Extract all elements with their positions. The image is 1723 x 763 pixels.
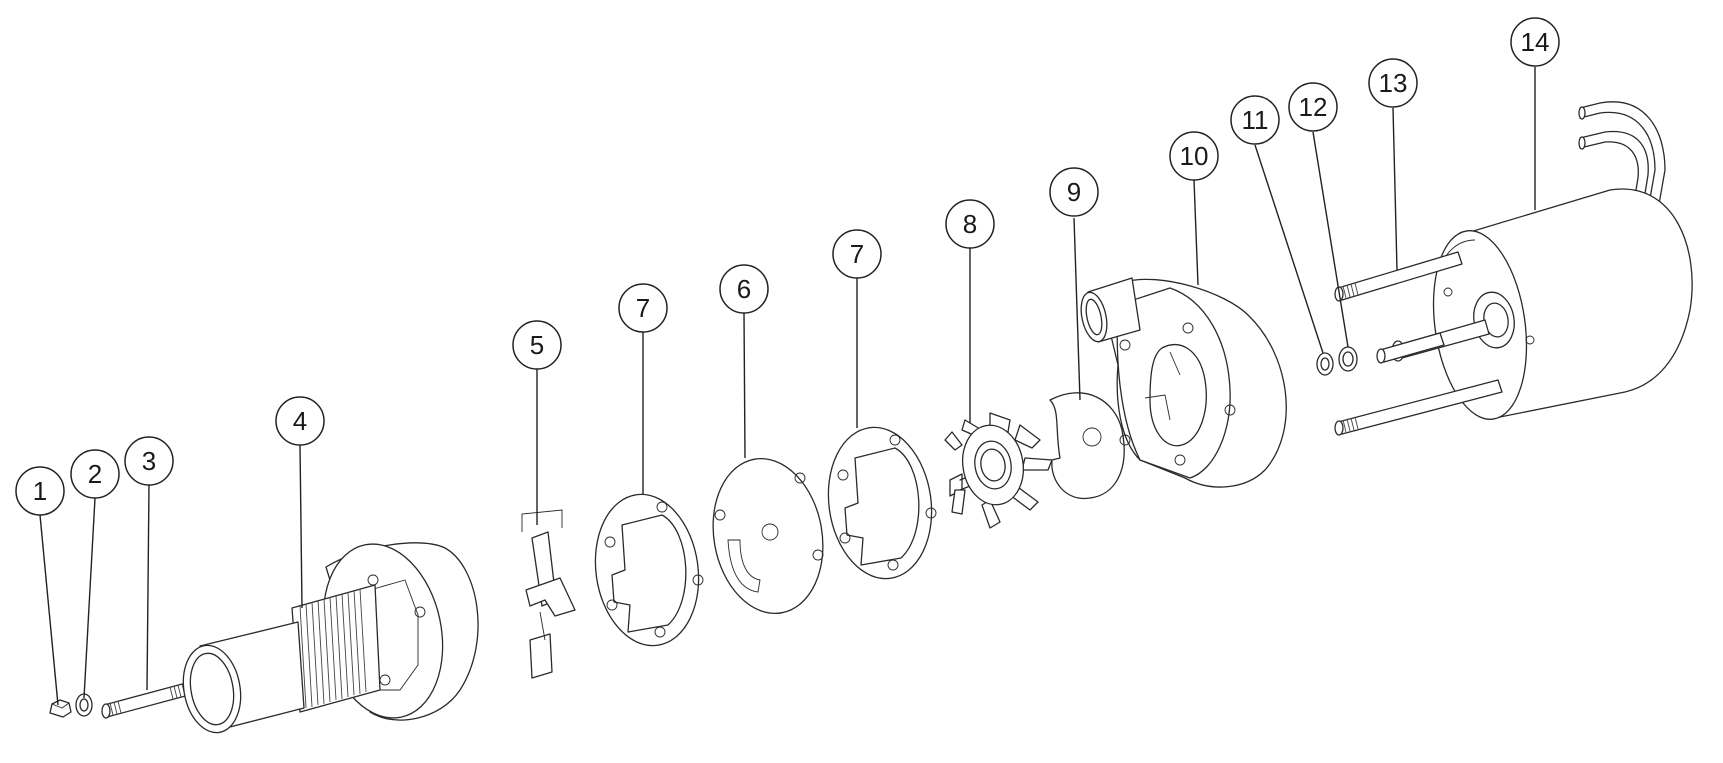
leader-3 xyxy=(146,484,150,691)
callout-9-label: 9 xyxy=(1067,177,1081,207)
part-11-washer xyxy=(1316,352,1334,376)
callout-8: 8 xyxy=(945,199,995,249)
callout-7b-label: 7 xyxy=(850,239,864,269)
leader-12 xyxy=(1312,131,1349,348)
part-8-impeller xyxy=(944,412,1053,529)
leader-lines xyxy=(39,67,1536,706)
callout-7b: 7 xyxy=(832,229,882,279)
callout-14-label: 14 xyxy=(1521,27,1550,57)
part-4-end-cover xyxy=(182,542,479,734)
callout-13: 13 xyxy=(1368,58,1418,108)
callout-12-label: 12 xyxy=(1299,92,1328,122)
callout-4-label: 4 xyxy=(293,406,307,436)
callout-14: 14 xyxy=(1510,17,1560,67)
callout-4: 4 xyxy=(275,396,325,446)
part-12-washer xyxy=(1338,346,1358,372)
callout-6: 6 xyxy=(719,264,769,314)
callout-8-label: 8 xyxy=(963,209,977,239)
callout-9: 9 xyxy=(1049,167,1099,217)
callout-7a: 7 xyxy=(618,283,668,333)
callout-12: 12 xyxy=(1288,82,1338,132)
callout-11: 11 xyxy=(1230,95,1280,145)
callout-2-label: 2 xyxy=(88,459,102,489)
callout-1: 1 xyxy=(15,466,65,516)
part-5-cam xyxy=(521,509,576,679)
part-6-wear-plate xyxy=(712,457,824,615)
leader-10 xyxy=(1193,179,1199,286)
leader-9 xyxy=(1073,217,1081,401)
leader-2 xyxy=(83,497,96,699)
part-10-pump-body xyxy=(1080,277,1287,488)
callout-2: 2 xyxy=(70,449,120,499)
part-1-nut xyxy=(49,699,72,718)
callout-3: 3 xyxy=(124,436,174,486)
part-7a-gasket xyxy=(594,493,704,647)
callout-10-label: 10 xyxy=(1180,141,1209,171)
callout-7a-label: 7 xyxy=(636,293,650,323)
part-7b-gasket xyxy=(827,426,937,580)
leader-6 xyxy=(743,312,746,459)
callout-10: 10 xyxy=(1169,131,1219,181)
callout-5-label: 5 xyxy=(530,330,544,360)
callout-11-label: 11 xyxy=(1242,105,1269,135)
leader-11 xyxy=(1254,144,1324,354)
part-9-plate xyxy=(1049,392,1125,500)
leader-1 xyxy=(39,514,59,706)
callout-13-label: 13 xyxy=(1379,68,1408,98)
callout-6-label: 6 xyxy=(737,274,751,304)
callout-5: 5 xyxy=(512,320,562,370)
callout-1-label: 1 xyxy=(33,476,47,506)
part-3-stud xyxy=(101,682,190,719)
part-2-washer xyxy=(75,693,93,717)
leader-4 xyxy=(299,444,303,609)
leader-13 xyxy=(1392,107,1398,271)
callouts: 1 2 3 4 5 7 6 7 xyxy=(15,17,1560,516)
callout-3-label: 3 xyxy=(142,446,156,476)
